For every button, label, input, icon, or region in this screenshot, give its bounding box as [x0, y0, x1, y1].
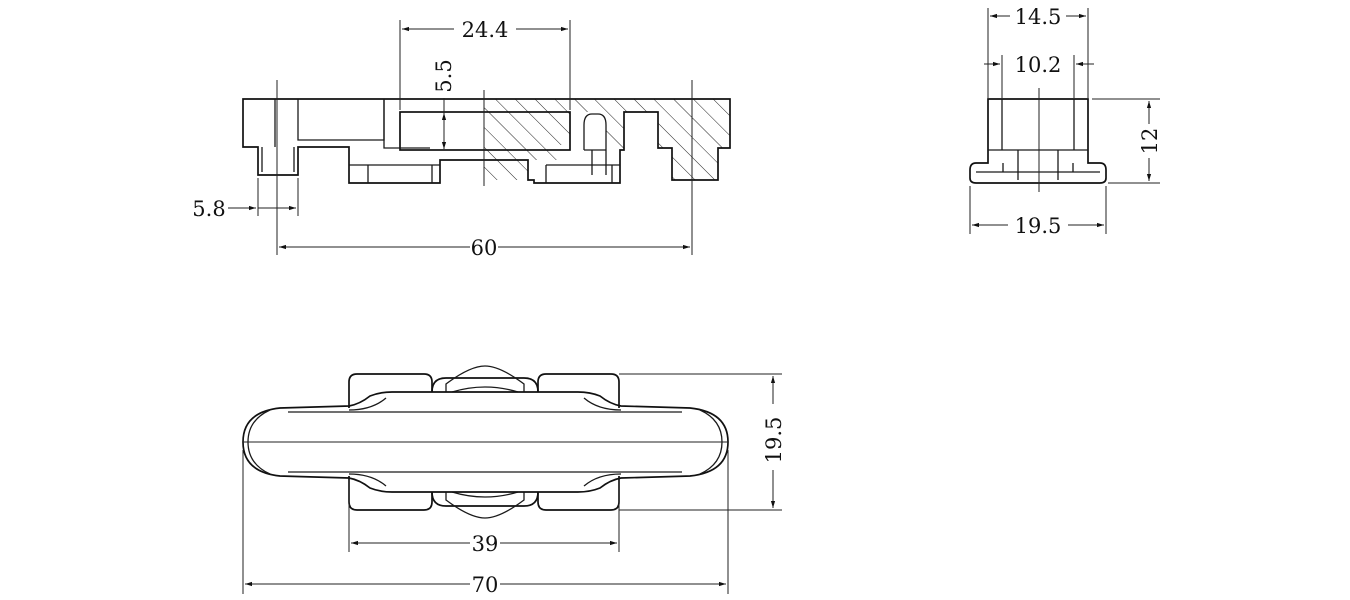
front-rib — [583, 113, 607, 175]
plan-body — [242, 391, 729, 493]
plan-top-center — [431, 377, 539, 393]
plan-bump-tr — [537, 373, 620, 408]
dim-60: 60 — [471, 236, 498, 260]
plan-bump-tl — [348, 373, 433, 408]
side-outline — [969, 98, 1107, 184]
dim-24-4: 24.4 — [462, 18, 509, 42]
dim-39: 39 — [472, 532, 499, 556]
dim-10-2: 10.2 — [1015, 53, 1062, 77]
plan-bump-bl — [348, 476, 433, 511]
dim-19-5-plan: 19.5 — [762, 417, 786, 464]
plan-bump-br — [537, 476, 620, 511]
plan-dimensions: 19.5 39 70 — [242, 373, 786, 597]
plan-view — [242, 365, 729, 519]
front-outline — [242, 98, 731, 184]
front-pocket — [297, 99, 385, 141]
side-dimensions: 14.5 10.2 12 19.5 — [969, 5, 1162, 238]
dim-14-5: 14.5 — [1015, 5, 1062, 29]
front-slot — [399, 111, 571, 151]
dim-19-5-side: 19.5 — [1015, 214, 1062, 238]
dim-70: 70 — [472, 573, 499, 597]
plan-bottom-center — [431, 491, 539, 507]
dim-12: 12 — [1138, 128, 1162, 155]
dim-5-5: 5.5 — [432, 59, 456, 92]
front-dimensions: 24.4 5.5 5.8 60 — [192, 18, 690, 260]
side-view — [969, 88, 1107, 192]
section-hatch — [484, 99, 730, 180]
front-view — [242, 80, 731, 255]
dim-5-8: 5.8 — [192, 197, 225, 221]
